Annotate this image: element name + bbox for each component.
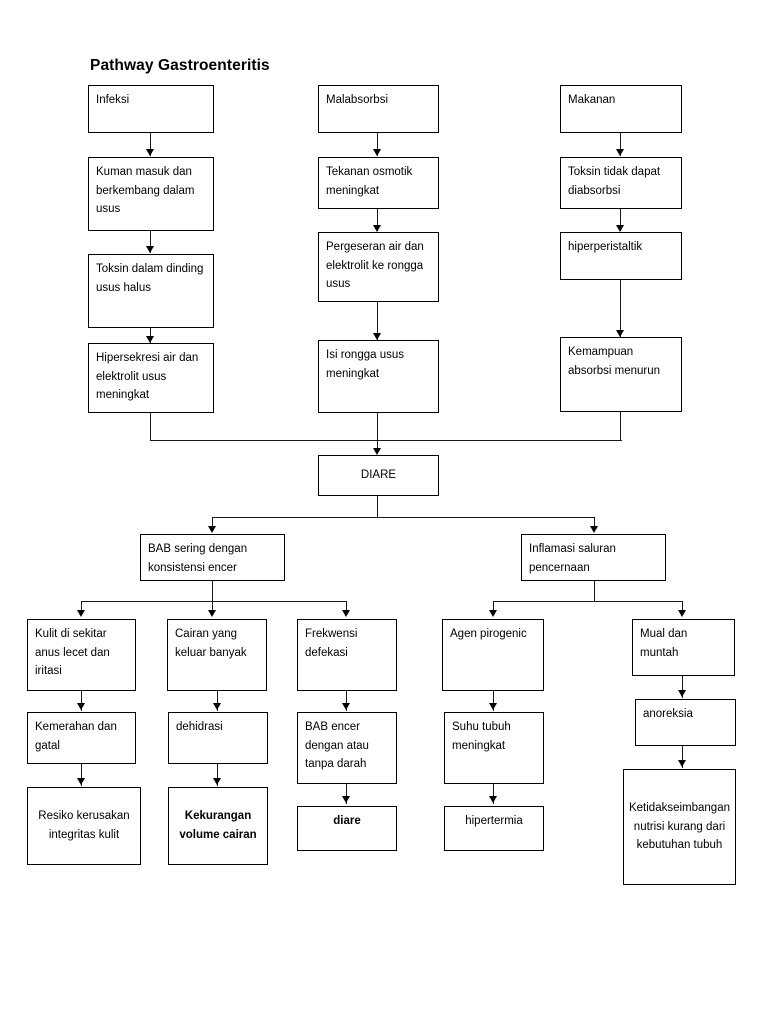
node-tekanan-osmotik[interactable]: Tekanan osmotik meningkat (318, 157, 439, 209)
node-diare-hasil[interactable]: diare (297, 806, 397, 851)
node-makanan[interactable]: Makanan (560, 85, 682, 133)
edge-toksin-to-hipersekresi (150, 328, 152, 343)
node-toksin-tidak[interactable]: Toksin tidak dapat diabsorbsi (560, 157, 682, 209)
node-kemampuan-absorbsi[interactable]: Kemampuan absorbsi menurun (560, 337, 682, 412)
node-bab-encer[interactable]: BAB encer dengan atau tanpa darah (297, 712, 397, 784)
node-hipertermia[interactable]: hipertermia (444, 806, 544, 851)
arrowhead-pergeseran-to-isi (373, 333, 381, 340)
node-resiko-kerusakan[interactable]: Resiko kerusakan integritas kulit (27, 787, 141, 865)
edge-diare-branch-bar (212, 517, 595, 519)
edge-diare-down (377, 496, 379, 518)
edge-cairan-to-dehidrasi (217, 691, 219, 711)
edge-right-fan-drop-2 (682, 601, 684, 613)
node-pergeseran-air[interactable]: Pergeseran air dan elektrolit ke rongga … (318, 232, 439, 302)
node-dehidrasi[interactable]: dehidrasi (168, 712, 268, 764)
edge-kemampuan-stub (620, 412, 622, 441)
arrowhead-frekwensi-to-bab-encer (342, 703, 350, 710)
edge-pergeseran-to-isi (377, 302, 379, 340)
node-ketidakseimbangan[interactable]: Ketidakseimbangan nutrisi kurang dari ke… (623, 769, 736, 885)
edge-frekwensi-to-bab-encer (346, 691, 348, 711)
arrowhead-merge-to-diare (373, 448, 381, 455)
arrowhead-makanan-to-toksin-tidak (616, 149, 624, 156)
edge-kemerahan-to-resiko (81, 764, 83, 786)
edge-right-fan-bar (493, 601, 683, 603)
edge-tekanan-to-pergeseran (377, 209, 379, 231)
node-anoreksia[interactable]: anoreksia (635, 699, 736, 746)
node-frekwensi-defekasi[interactable]: Frekwensi defekasi (297, 619, 397, 691)
edge-bab-encer-to-diare (346, 784, 348, 804)
node-inflamasi[interactable]: Inflamasi saluran pencernaan (521, 534, 666, 581)
edge-kulit-to-kemerahan (81, 691, 83, 711)
arrowhead-kemerahan-to-resiko (77, 778, 85, 785)
arrowhead-diare-to-bab-sering (208, 526, 216, 533)
edge-left-fan-drop-1 (81, 601, 83, 613)
edge-bab-sering-down (212, 581, 214, 602)
edge-toksin-tidak-to-hiper (620, 209, 622, 231)
node-infeksi[interactable]: Infeksi (88, 85, 214, 133)
edge-kuman-to-toksin (150, 231, 152, 253)
arrowhead-anoreksia-to-ketidakseimbangan (678, 760, 686, 767)
edge-hiper-to-kemampuan (620, 280, 622, 337)
node-kekurangan-volume[interactable]: Kekurangan volume cairan (168, 787, 268, 865)
edge-agen-to-suhu (493, 691, 495, 711)
edge-hipersekresi-stub (150, 413, 152, 441)
node-kulit-anus[interactable]: Kulit di sekitar anus lecet dan iritasi (27, 619, 136, 691)
node-mual-muntah[interactable]: Mual dan muntah (632, 619, 735, 676)
edge-suhu-to-hipertermia (493, 784, 495, 804)
edge-infeksi-to-kuman (150, 133, 152, 156)
edge-branch-left-drop (212, 517, 214, 531)
arrowhead-to-mual-muntah (678, 610, 686, 617)
arrowhead-to-cairan-keluar (208, 610, 216, 617)
page-title: Pathway Gastroenteritis (90, 57, 270, 74)
edge-left-fan-drop-2 (212, 601, 214, 613)
node-hipersekresi[interactable]: Hipersekresi air dan elektrolit usus men… (88, 343, 214, 413)
arrowhead-cairan-to-dehidrasi (213, 703, 221, 710)
arrowhead-agen-to-suhu (489, 703, 497, 710)
arrowhead-hiper-to-kemampuan (616, 330, 624, 337)
edge-anoreksia-to-ketidakseimbangan (682, 746, 684, 768)
edge-dehidrasi-to-kekurangan (217, 764, 219, 786)
arrowhead-diare-to-inflamasi (590, 526, 598, 533)
edge-left-fan-bar (81, 601, 347, 603)
node-cairan-keluar[interactable]: Cairan yang keluar banyak (167, 619, 267, 691)
arrowhead-dehidrasi-to-kekurangan (213, 778, 221, 785)
edge-merge-bar (150, 440, 622, 442)
node-bab-sering[interactable]: BAB sering dengan konsistensi encer (140, 534, 285, 581)
arrowhead-to-agen-pirogenic (489, 610, 497, 617)
arrowhead-to-kulit-anus (77, 610, 85, 617)
arrowhead-bab-encer-to-diare (342, 796, 350, 803)
arrowhead-kulit-to-kemerahan (77, 703, 85, 710)
arrowhead-toksin-tidak-to-hiper (616, 225, 624, 232)
node-isi-rongga[interactable]: Isi rongga usus meningkat (318, 340, 439, 413)
arrowhead-infeksi-to-kuman (146, 149, 154, 156)
arrowhead-toksin-to-hipersekresi (146, 336, 154, 343)
edge-mual-to-anoreksia (682, 676, 684, 698)
edge-makanan-to-toksin-tidak (620, 133, 622, 156)
node-agen-pirogenic[interactable]: Agen pirogenic (442, 619, 544, 691)
node-kemerahan[interactable]: Kemerahan dan gatal (27, 712, 136, 764)
arrowhead-mual-to-anoreksia (678, 690, 686, 697)
edge-left-fan-drop-3 (346, 601, 348, 613)
node-hiperperistaltik[interactable]: hiperperistaltik (560, 232, 682, 280)
edge-branch-right-drop (594, 517, 596, 531)
edge-right-fan-drop-1 (493, 601, 495, 613)
arrowhead-malabsorbsi-to-tekanan (373, 149, 381, 156)
node-toksin-dinding[interactable]: Toksin dalam dinding usus halus (88, 254, 214, 328)
node-kuman-masuk[interactable]: Kuman masuk dan berkembang dalam usus (88, 157, 214, 231)
arrowhead-suhu-to-hipertermia (489, 796, 497, 803)
edge-isi-rongga-to-diare (377, 413, 379, 453)
edge-inflamasi-down (594, 581, 596, 602)
node-diare-utama[interactable]: DIARE (318, 455, 439, 496)
arrowhead-tekanan-to-pergeseran (373, 225, 381, 232)
edge-malabsorbsi-to-tekanan (377, 133, 379, 156)
arrowhead-kuman-to-toksin (146, 246, 154, 253)
arrowhead-to-frekwensi (342, 610, 350, 617)
node-malabsorbsi[interactable]: Malabsorbsi (318, 85, 439, 133)
node-suhu-tubuh[interactable]: Suhu tubuh meningkat (444, 712, 544, 784)
